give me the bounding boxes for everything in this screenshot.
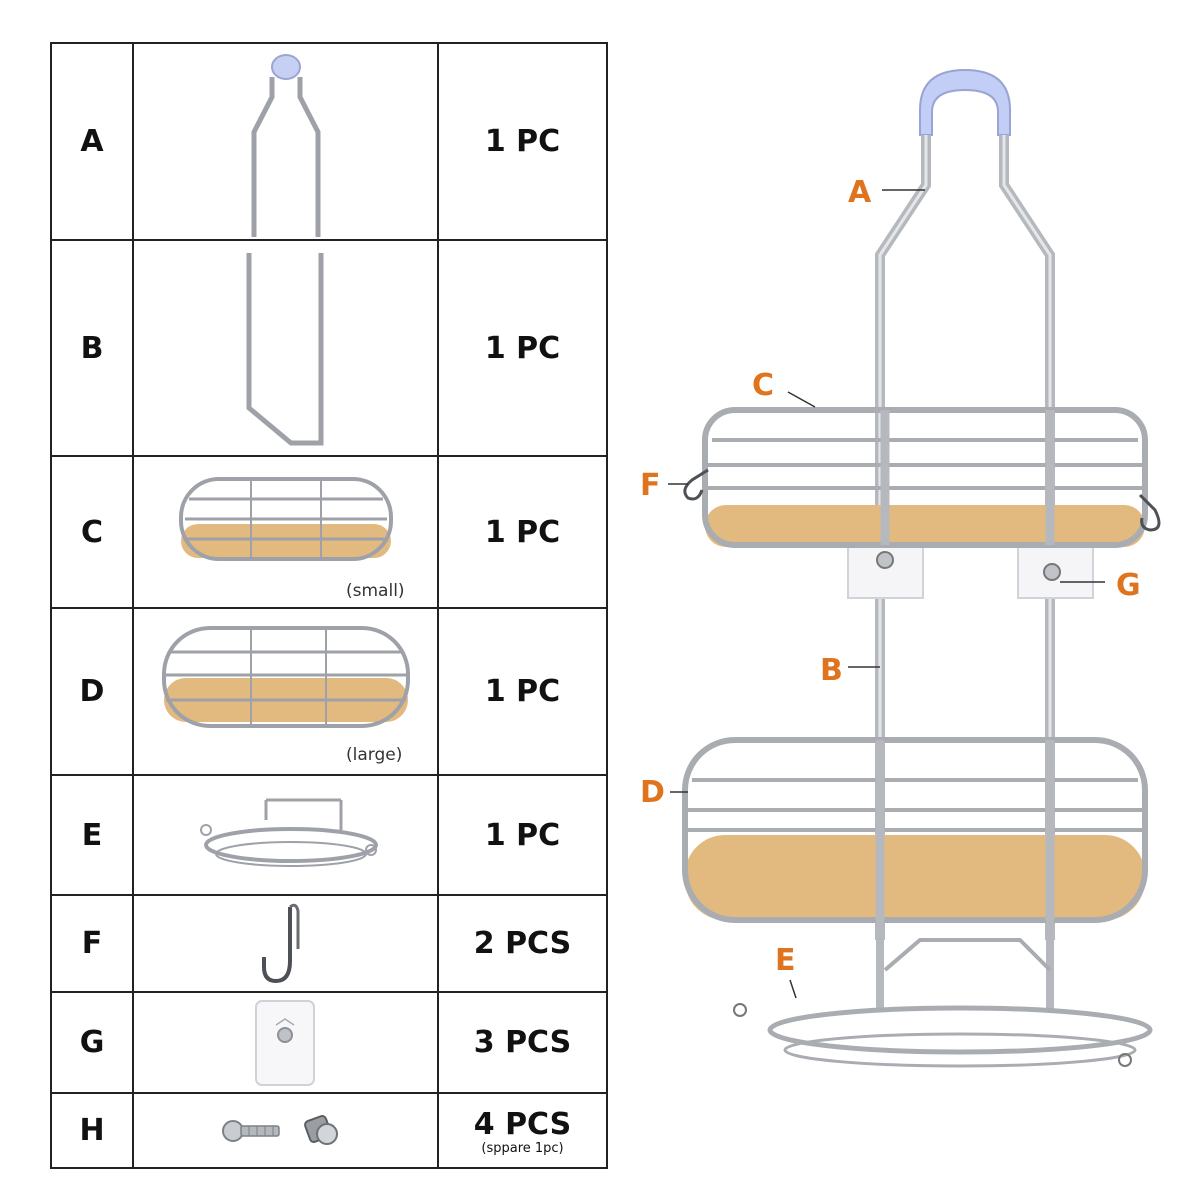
parts-table: A 1 PC B 1 PC C (small) 1 P	[50, 42, 608, 1169]
soap-dish	[733, 920, 1153, 1068]
assembled-shower-caddy: A C F G B D E	[640, 68, 1161, 1068]
part-letter: H	[50, 1092, 134, 1169]
part-quantity: 3 PCS	[437, 991, 608, 1094]
hook-icon	[683, 468, 709, 501]
lower-frame-icon	[246, 253, 323, 446]
callout-a: A	[848, 175, 872, 210]
adhesive-pad-icon	[847, 539, 924, 599]
part-letter: E	[50, 774, 134, 896]
hanger-frame-icon	[251, 53, 320, 237]
part-image-cell	[132, 991, 439, 1094]
part-quantity: 1 PC	[437, 607, 608, 776]
screw-icon	[221, 1114, 338, 1145]
callout-c: C	[752, 368, 774, 403]
part-image-cell	[132, 239, 439, 457]
parts-row-b: B 1 PC	[50, 239, 608, 457]
part-quantity: 2 PCS	[437, 894, 608, 993]
part-quantity: 1 PC	[437, 239, 608, 457]
callout-b: B	[820, 653, 843, 688]
part-image-cell	[132, 42, 439, 241]
suction-cup-icon	[919, 68, 1011, 136]
large-basket-icon	[161, 626, 410, 728]
part-quantity-cell: 4 PCS (sppare 1pc)	[437, 1092, 608, 1169]
part-quantity-note: (sppare 1pc)	[481, 1140, 564, 1156]
part-quantity: 1 PC	[437, 42, 608, 241]
part-quantity: 1 PC	[437, 774, 608, 896]
part-letter: G	[50, 991, 134, 1094]
part-image-cell	[132, 774, 439, 896]
part-image-cell: (large)	[132, 607, 439, 776]
part-image-cell	[132, 1092, 439, 1169]
part-quantity: 4 PCS	[473, 1106, 572, 1142]
part-image-cell: (small)	[132, 455, 439, 609]
small-basket-icon	[178, 477, 393, 561]
small-basket	[702, 407, 1148, 548]
size-note: (small)	[346, 581, 405, 601]
parts-row-c: C (small) 1 PC	[50, 455, 608, 609]
parts-row-e: E 1 PC	[50, 774, 608, 896]
parts-row-h: H 4 PCS (sppare 1pc)	[50, 1092, 608, 1169]
callout-f: F	[640, 468, 661, 503]
part-image-cell	[132, 894, 439, 993]
part-letter: C	[50, 455, 134, 609]
hook-icon	[261, 903, 299, 983]
part-quantity: 1 PC	[437, 455, 608, 609]
parts-row-a: A 1 PC	[50, 42, 608, 241]
hook-icon	[1138, 493, 1161, 532]
callout-e: E	[775, 943, 796, 978]
part-letter: D	[50, 607, 134, 776]
callout-g: G	[1116, 568, 1141, 603]
parts-row-d: D (large) 1 PC	[50, 607, 608, 776]
adhesive-pad-icon	[254, 1000, 315, 1086]
part-letter: F	[50, 894, 134, 993]
large-basket	[682, 737, 1148, 923]
soap-dish-icon	[199, 798, 378, 867]
parts-row-g: G 3 PCS	[50, 991, 608, 1094]
size-note: (large)	[346, 745, 403, 765]
callout-d: D	[640, 775, 665, 810]
part-letter: B	[50, 239, 134, 457]
part-letter: A	[50, 42, 134, 241]
parts-row-f: F 2 PCS	[50, 894, 608, 993]
